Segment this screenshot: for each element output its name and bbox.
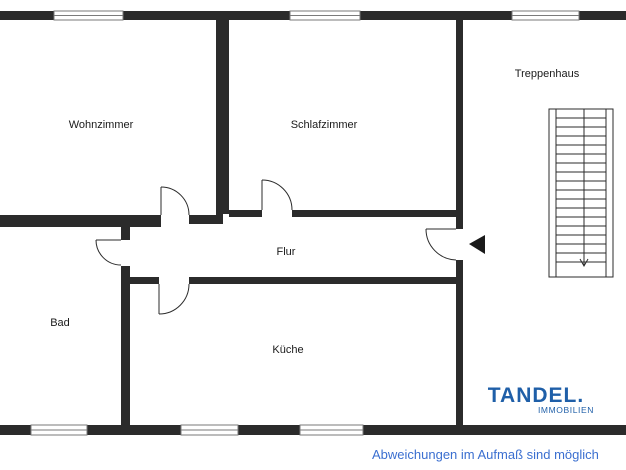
wall-wohnzimmer-right [216,20,223,218]
wall-wohnzimmer-bottom-left [0,215,161,221]
brand-logo: TANDEL. IMMOBILIEN [488,384,594,415]
wall-kueche-top-left [130,277,159,284]
window-kueche-left [180,424,239,436]
wall-flur-left-upper [121,227,130,240]
wall-kueche-top-right [189,277,463,284]
window-treppenhaus [511,10,580,21]
door-wohnzimmer [160,186,190,216]
door-kueche [158,283,190,315]
wall-bad-top [0,221,126,227]
room-label-kueche: Küche [272,344,303,356]
disclaimer-text: Abweichungen im Aufmaß sind möglich [372,447,599,462]
windows [30,10,580,436]
wall-schlafzimmer-left [223,20,229,214]
staircase-icon [548,108,614,278]
entrance-arrow-icon [469,235,485,254]
room-label-treppenhaus: Treppenhaus [515,68,580,80]
room-label-flur: Flur [277,246,296,258]
wall-schlafzimmer-bottom-right [292,210,463,217]
brand-logo-subtitle: IMMOBILIEN [538,405,594,415]
window-wohnzimmer [53,10,124,21]
wall-flur-top-mid [189,218,223,224]
window-schlafzimmer [289,10,361,21]
wall-flur-top-left [126,221,161,227]
wall-treppenhaus-lower [456,260,463,425]
room-label-bad: Bad [50,317,70,329]
door-bad [95,239,122,266]
room-label-wohnzimmer: Wohnzimmer [69,119,134,131]
wall-schlafzimmer-bottom-left [229,210,262,217]
doors [95,179,457,315]
brand-logo-name: TANDEL. [488,384,584,407]
wall-treppenhaus-upper [456,20,463,229]
room-label-schlafzimmer: Schlafzimmer [291,119,358,131]
window-bad [30,424,88,436]
window-kueche-right [299,424,364,436]
door-schlafzimmer [261,179,293,211]
wall-flur-left-lower [121,266,130,425]
door-entrance [425,228,457,261]
